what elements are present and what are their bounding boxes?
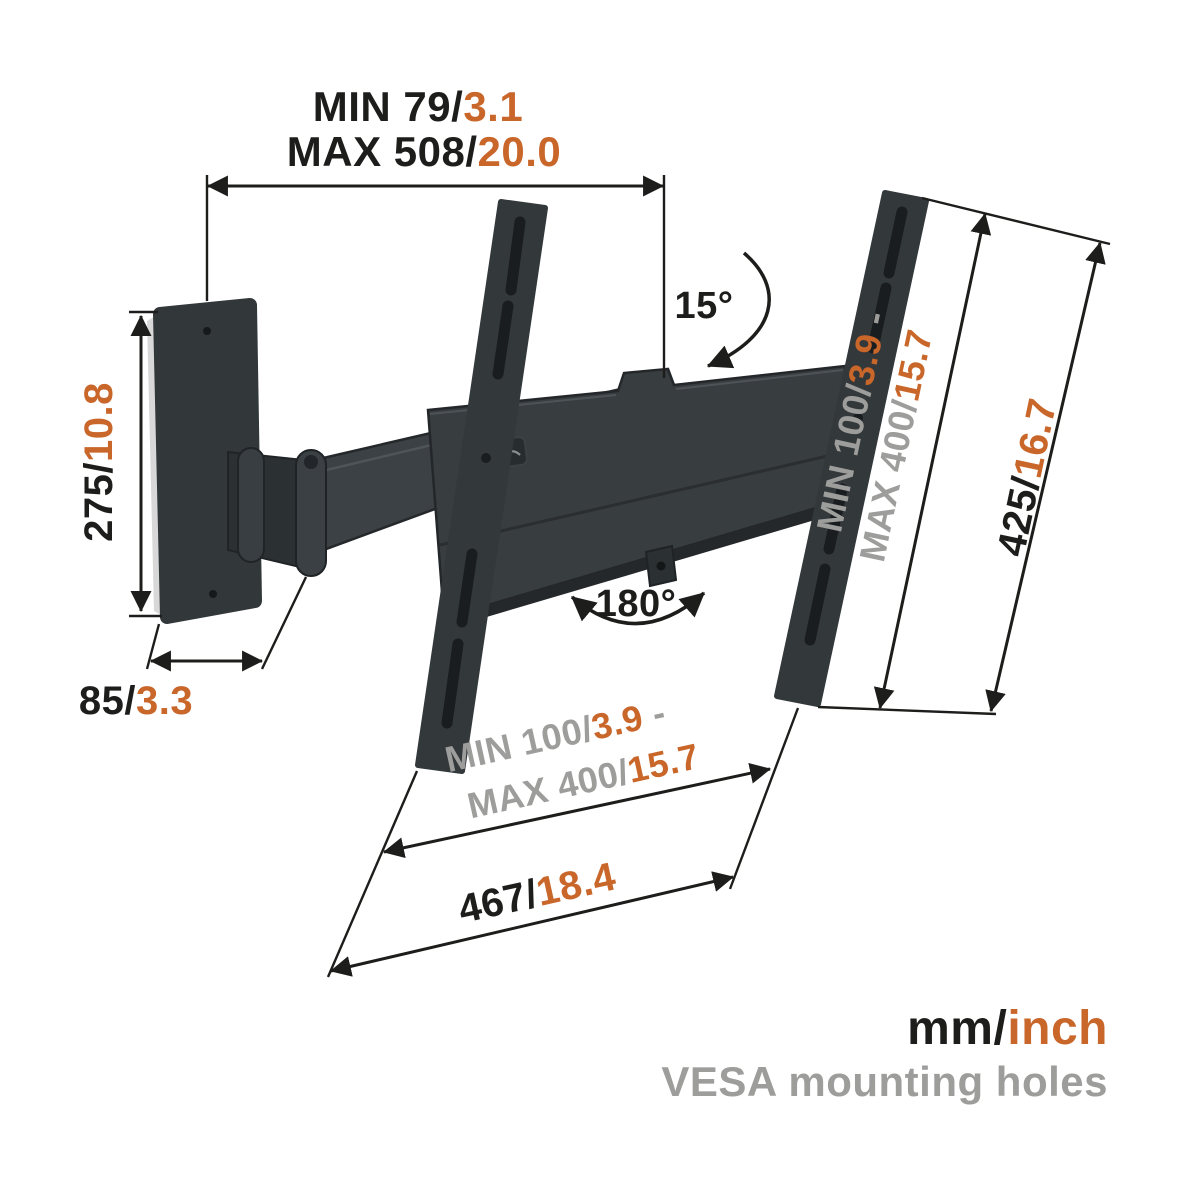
- panel-lock-tab-hole: [656, 561, 666, 571]
- left-rail-slot-3: [456, 548, 478, 628]
- label-wall-depth-inch: 3.3: [136, 679, 193, 723]
- label-top-min: MIN 79/3.1: [313, 83, 523, 130]
- label-top-max: MAX 508/20.0: [287, 128, 562, 175]
- legend-vesa: VESA mounting holes: [661, 1058, 1108, 1105]
- tv-bracket-panel: [426, 364, 852, 620]
- left-rail-slot-1: [505, 216, 526, 296]
- label-top-min-mm: MIN 79/: [313, 83, 464, 130]
- label-swivel-angle: 180°: [596, 583, 677, 625]
- label-top-max-mm: MAX 508/: [287, 128, 478, 175]
- left-rail-slot-2: [492, 300, 514, 380]
- tilt-angle-arrow: [706, 251, 771, 369]
- label-wall-height: 275/10.8: [77, 382, 121, 542]
- panel-top-highlight: [429, 369, 844, 415]
- label-top-min-inch: 3.1: [463, 83, 523, 130]
- dim-wall-depth: [145, 576, 308, 672]
- dim-vesa-vertical: [817, 196, 1111, 716]
- label-top-max-inch: 20.0: [478, 128, 562, 175]
- wall-plate-screw-bottom: [209, 590, 217, 598]
- wall-plate-screw-top: [203, 327, 211, 335]
- dim-top-width: [205, 175, 666, 378]
- label-overall-height-inch: 16.7: [1006, 395, 1066, 482]
- right-rail-slot-4: [804, 563, 831, 646]
- label-vesa-h2-inch: 15.7: [624, 735, 703, 791]
- label-wall-height-inch: 10.8: [77, 382, 121, 462]
- left-rail-hole: [481, 453, 491, 463]
- left-rail-slot-4: [441, 638, 464, 729]
- dim-wall-height: [129, 310, 162, 618]
- legend-units: mm/inch: [907, 1002, 1108, 1055]
- right-rail-slot-3: [823, 483, 848, 555]
- hinge-pivot-inner: [237, 447, 265, 563]
- label-wall-height-mm: 275/: [77, 462, 121, 542]
- dim-overall-height: [985, 241, 1106, 713]
- hinge-pivot-outer: [295, 449, 327, 577]
- label-wall-depth: 85/3.3: [79, 679, 193, 723]
- legend-units-inch: inch: [1007, 1002, 1108, 1055]
- label-vesa-h1-inch: 3.9: [588, 696, 647, 747]
- label-overall-width: 467/18.4: [454, 854, 620, 932]
- label-wall-depth-mm: 85/: [79, 679, 136, 723]
- label-tilt-angle: 15°: [675, 285, 734, 327]
- label-overall-width-mm: 467/: [454, 872, 541, 932]
- panel-crease: [439, 450, 846, 547]
- hinge-pivot-cap: [304, 455, 318, 469]
- swivel-angle-arrow: [570, 591, 706, 626]
- right-rail-hole: [853, 413, 863, 423]
- dim-overall-width: [329, 871, 735, 977]
- mount-illustration: [147, 190, 929, 774]
- label-overall-height-mm: 425/: [989, 473, 1049, 560]
- label-overall-height: 425/16.7: [989, 395, 1065, 560]
- legend-units-mm: mm/: [907, 1002, 1007, 1055]
